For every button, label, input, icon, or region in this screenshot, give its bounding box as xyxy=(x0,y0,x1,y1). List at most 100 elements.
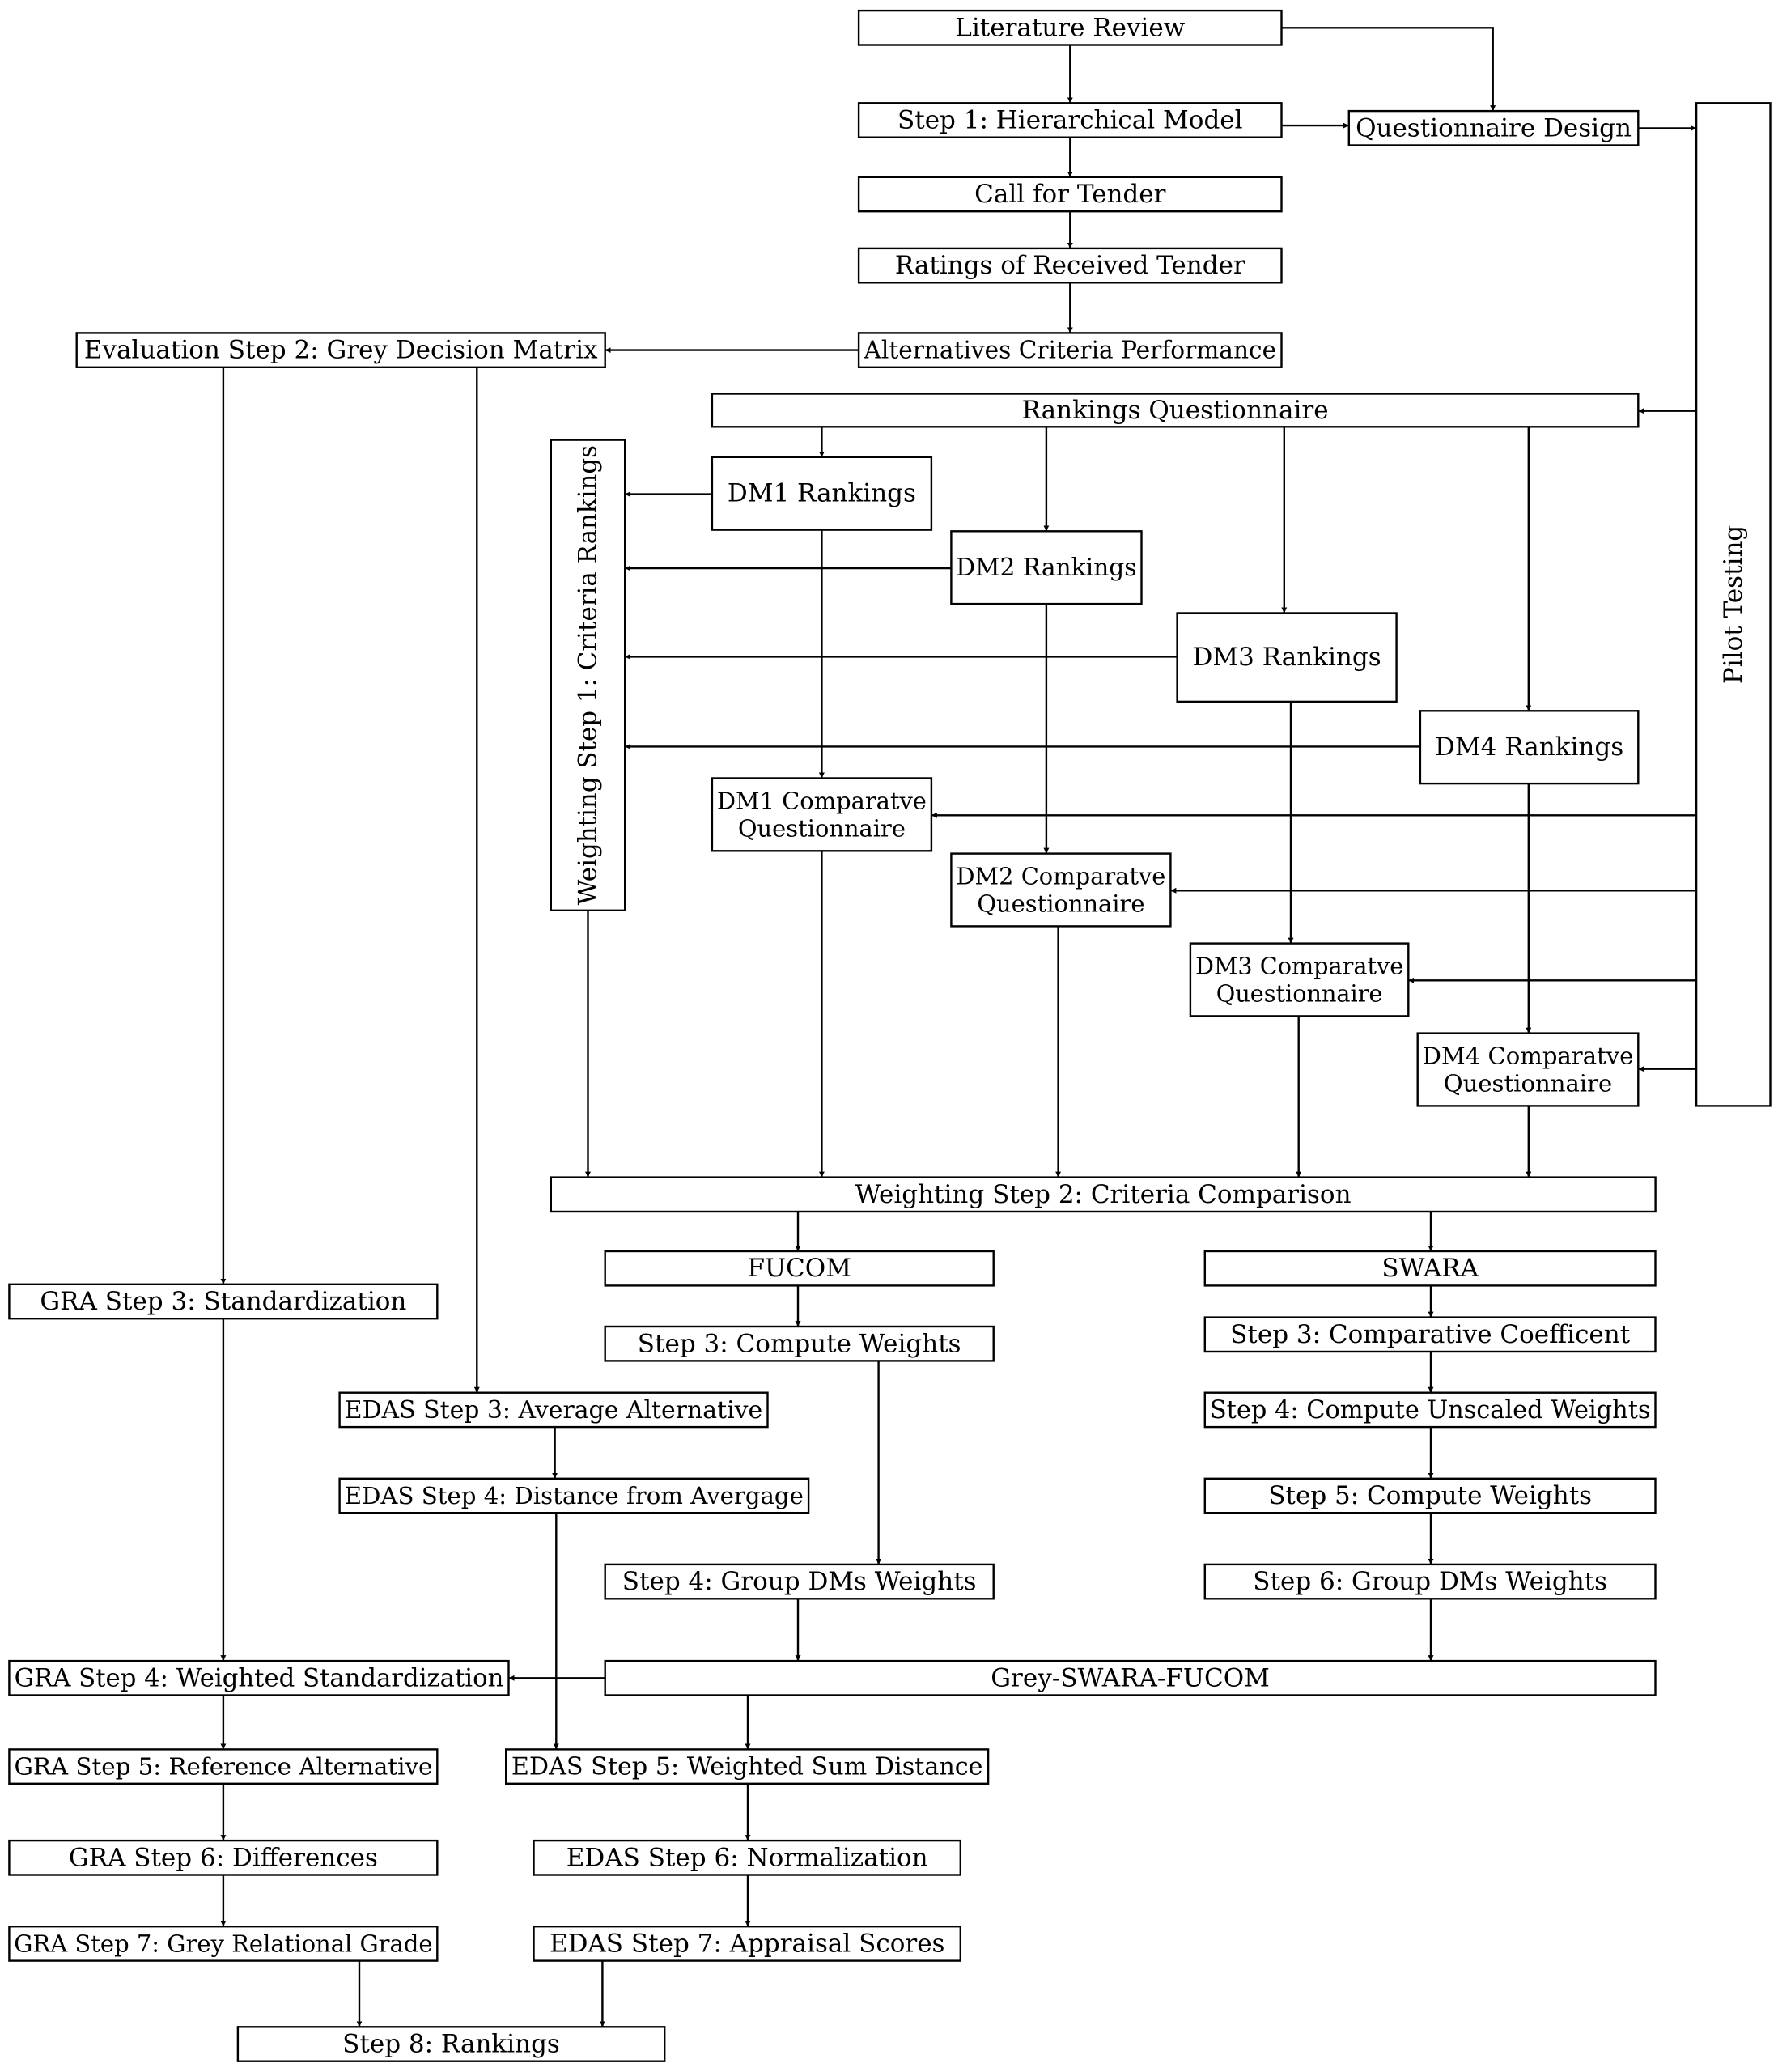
node-edas3: EDAS Step 3: Average Alternative xyxy=(338,1391,769,1429)
node-box-swara xyxy=(1203,1250,1657,1287)
node-label-dm4r: DM4 Rankings xyxy=(1435,732,1623,762)
node-box-edas7 xyxy=(533,1925,961,1962)
node-box-edas4 xyxy=(338,1477,810,1514)
node-gra6: GRA Step 6: Differences xyxy=(8,1839,439,1876)
node-label-gra6: GRA Step 6: Differences xyxy=(69,1843,378,1872)
node-box-f4 xyxy=(604,1563,995,1600)
node-dm2r: DM2 Rankings xyxy=(950,530,1143,605)
node-box-step1 xyxy=(857,102,1283,138)
node-ratings: Ratings of Received Tender xyxy=(857,247,1283,284)
node-label-s4: Step 4: Compute Unscaled Weights xyxy=(1210,1395,1651,1424)
node-ws1: Weighting Step 1: Criteria Rankings xyxy=(550,439,626,911)
node-label-line: Weighting Step 2: Criteria Comparison xyxy=(855,1180,1352,1209)
node-label-line: GRA Step 6: Differences xyxy=(69,1843,378,1872)
node-label-line: Literature Review xyxy=(955,13,1186,42)
node-s3: Step 3: Comparative Coefficent xyxy=(1203,1316,1657,1353)
node-box-tender xyxy=(857,176,1283,213)
node-swara: SWARA xyxy=(1203,1250,1657,1287)
node-label-greydm: Evaluation Step 2: Grey Decision Matrix xyxy=(84,336,598,365)
node-box-rankq xyxy=(711,393,1640,428)
node-box-edas6 xyxy=(533,1839,961,1876)
node-label-gra4: GRA Step 4: Weighted Standardization xyxy=(15,1664,504,1692)
node-box-dm4c xyxy=(1416,1032,1640,1107)
node-s4: Step 4: Compute Unscaled Weights xyxy=(1203,1391,1657,1429)
node-label-line: DM3 Comparatve xyxy=(1195,953,1403,980)
node-gra5: GRA Step 5: Reference Alternative xyxy=(8,1748,439,1785)
node-edas5: EDAS Step 5: Weighted Sum Distance xyxy=(505,1748,990,1785)
node-box-fucom xyxy=(604,1250,995,1287)
node-label-line: EDAS Step 7: Appraisal Scores xyxy=(550,1929,945,1958)
node-label-line: DM2 Comparatve xyxy=(956,863,1165,890)
node-label-line: Questionnaire xyxy=(1444,1070,1613,1098)
node-label-pilot: Pilot Testing xyxy=(1719,525,1748,684)
node-label-line: Step 5: Compute Weights xyxy=(1268,1481,1592,1510)
node-label-edas7: EDAS Step 7: Appraisal Scores xyxy=(550,1929,945,1958)
node-label-line: Step 1: Hierarchical Model xyxy=(897,106,1243,135)
node-box-altperf xyxy=(857,332,1283,368)
node-label-line: Ratings of Received Tender xyxy=(895,251,1245,280)
node-label-edas3: EDAS Step 3: Average Alternative xyxy=(345,1395,763,1424)
node-box-qdesign xyxy=(1347,109,1640,146)
node-label-f4: Step 4: Group DMs Weights xyxy=(622,1567,977,1596)
node-label-edas6: EDAS Step 6: Normalization xyxy=(566,1843,928,1872)
node-label-s6: Step 6: Group DMs Weights xyxy=(1253,1567,1607,1596)
node-step1: Step 1: Hierarchical Model xyxy=(857,102,1283,138)
node-label-line: Rankings Questionnaire xyxy=(1022,396,1329,425)
node-pilot: Pilot Testing xyxy=(1695,102,1772,1107)
node-box-dm2r xyxy=(950,530,1143,605)
node-f4: Step 4: Group DMs Weights xyxy=(604,1563,995,1600)
node-dm4r: DM4 Rankings xyxy=(1419,710,1640,785)
node-box-ratings xyxy=(857,247,1283,284)
node-box-gra5 xyxy=(8,1748,439,1785)
node-label-line: Weighting Step 1: Criteria Rankings xyxy=(574,445,603,905)
node-label-line: Step 8: Rankings xyxy=(342,2030,560,2059)
node-label-line: DM2 Rankings xyxy=(956,554,1136,582)
node-box-lit xyxy=(857,9,1283,46)
node-box-gra7 xyxy=(8,1925,439,1962)
node-label-gra5: GRA Step 5: Reference Alternative xyxy=(14,1753,432,1781)
node-rankq: Rankings Questionnaire xyxy=(711,393,1640,428)
node-label-gra7: GRA Step 7: Grey Relational Grade xyxy=(14,1930,432,1957)
node-label-line: Pilot Testing xyxy=(1719,525,1748,684)
node-label-line: Questionnaire xyxy=(977,890,1144,918)
node-fucom: FUCOM xyxy=(604,1250,995,1287)
node-gra3: GRA Step 3: Standardization xyxy=(8,1283,439,1320)
node-f3: Step 3: Compute Weights xyxy=(604,1325,995,1362)
node-label-line: Evaluation Step 2: Grey Decision Matrix xyxy=(84,336,598,365)
node-label-line: SWARA xyxy=(1381,1254,1479,1283)
node-box-s4 xyxy=(1203,1391,1657,1429)
node-altperf: Alternatives Criteria Performance xyxy=(857,332,1283,368)
node-label-line: DM4 Rankings xyxy=(1435,732,1623,762)
node-dm3r: DM3 Rankings xyxy=(1176,612,1398,703)
node-box-ws2 xyxy=(550,1176,1657,1213)
node-label-ws1: Weighting Step 1: Criteria Rankings xyxy=(574,445,603,905)
node-label-line: GRA Step 3: Standardization xyxy=(40,1287,406,1316)
node-gra7: GRA Step 7: Grey Relational Grade xyxy=(8,1925,439,1962)
node-tender: Call for Tender xyxy=(857,176,1283,213)
node-rank: Step 8: Rankings xyxy=(236,2026,666,2062)
node-box-dm1c xyxy=(711,777,933,852)
node-label-s5: Step 5: Compute Weights xyxy=(1268,1481,1592,1510)
node-s5: Step 5: Compute Weights xyxy=(1203,1477,1657,1514)
node-label-step1: Step 1: Hierarchical Model xyxy=(897,106,1243,135)
node-box-dm3c xyxy=(1189,942,1410,1017)
node-label-line: EDAS Step 6: Normalization xyxy=(566,1843,928,1872)
node-label-altperf: Alternatives Criteria Performance xyxy=(863,337,1276,364)
node-box-s3 xyxy=(1203,1316,1657,1353)
node-label-line: Step 4: Compute Unscaled Weights xyxy=(1210,1395,1651,1424)
node-label-rankq: Rankings Questionnaire xyxy=(1022,396,1329,425)
node-label-f3: Step 3: Compute Weights xyxy=(638,1329,961,1358)
node-label-line: EDAS Step 5: Weighted Sum Distance xyxy=(511,1752,983,1781)
node-label-line: Step 3: Comparative Coefficent xyxy=(1230,1320,1631,1349)
node-label-line: Questionnaire Design xyxy=(1356,113,1632,142)
node-label-rank: Step 8: Rankings xyxy=(342,2030,560,2059)
node-edas7: EDAS Step 7: Appraisal Scores xyxy=(533,1925,961,1962)
node-gsf: Grey-SWARA-FUCOM xyxy=(604,1659,1657,1696)
node-label-line: Step 3: Compute Weights xyxy=(638,1329,961,1358)
node-label-line: DM4 Comparatve xyxy=(1423,1042,1634,1070)
